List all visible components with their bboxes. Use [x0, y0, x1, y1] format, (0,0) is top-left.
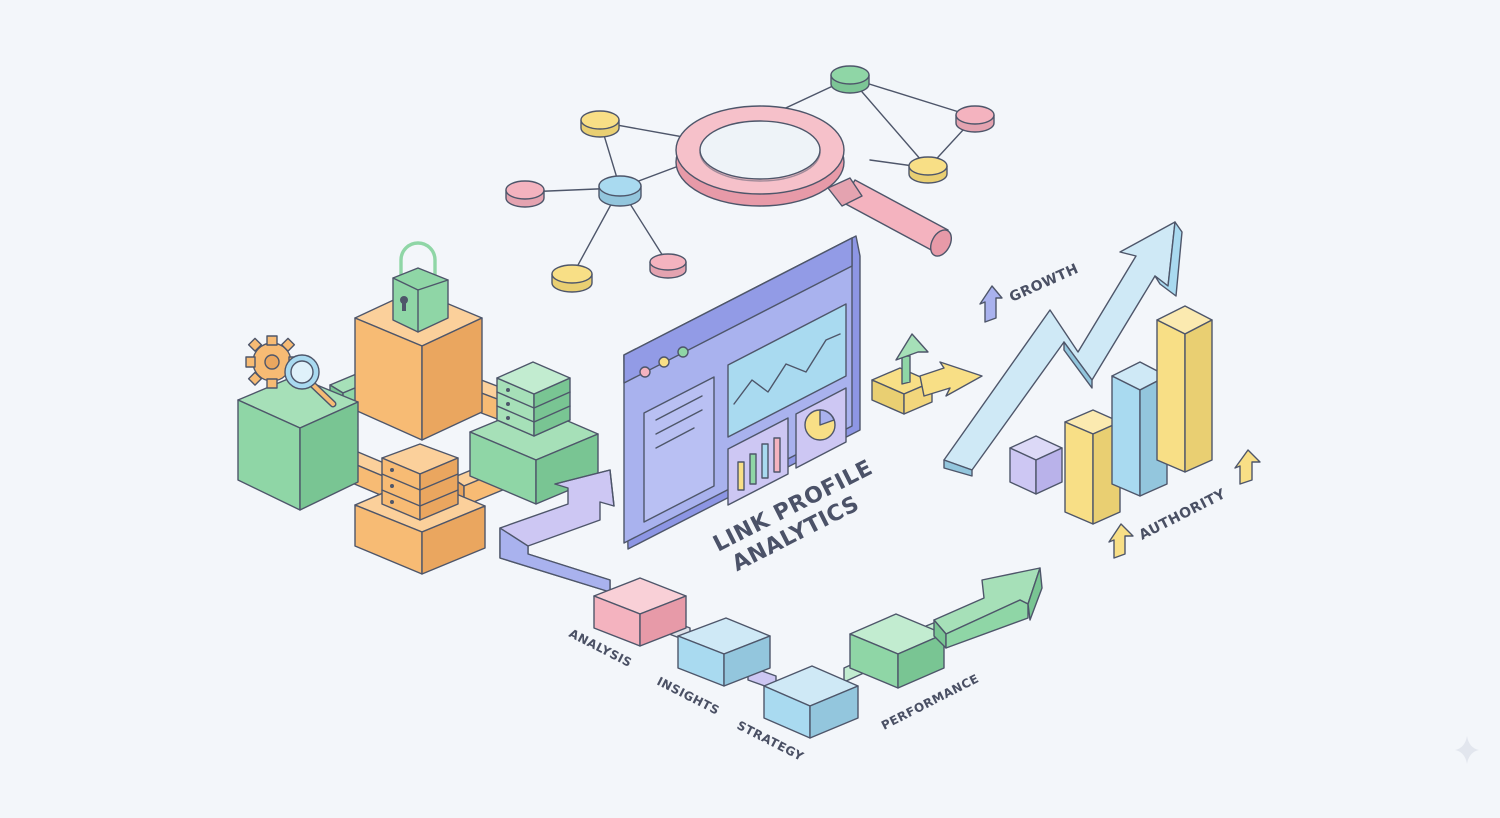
- network-node: [649, 253, 687, 279]
- bar-chart-icon: [1009, 305, 1213, 525]
- line-chart-panel: [727, 303, 847, 438]
- network-node: [580, 110, 620, 138]
- flow-step-cube: [677, 617, 771, 687]
- sidebar-panel: [643, 376, 715, 523]
- connector-arrow-icon: [871, 333, 983, 415]
- server-icon: [381, 443, 459, 521]
- flow-step-cube: [763, 665, 859, 739]
- bar: [1156, 305, 1213, 473]
- infrastructure-cluster: [237, 241, 599, 575]
- network-node: [551, 264, 593, 293]
- network-graph: [505, 65, 995, 293]
- flow-step-cube: [593, 577, 687, 647]
- network-node: [955, 105, 995, 133]
- padlock-icon: [392, 241, 449, 333]
- growth-arrow-icon: [943, 221, 1183, 477]
- authority-label: AUTHORITY: [1137, 486, 1229, 544]
- bar: [1009, 435, 1063, 495]
- pie-chart-panel: [795, 387, 847, 469]
- flow-arrow-green: [933, 567, 1043, 649]
- network-node: [908, 156, 948, 184]
- up-arrow-icon: [979, 285, 1003, 323]
- search-magnifier-icon: [284, 354, 337, 408]
- magnifier-icon: [675, 105, 953, 257]
- network-node: [505, 180, 545, 208]
- process-flow: [593, 567, 1043, 739]
- server-icon: [496, 361, 571, 437]
- up-arrow-icon: [1108, 523, 1134, 559]
- network-node: [598, 175, 642, 207]
- up-arrow-icon: [1234, 449, 1261, 485]
- flow-step-cube: [849, 613, 945, 689]
- dashboard-window-icon: [623, 235, 861, 550]
- cube-green-left: [237, 375, 359, 511]
- growth-label: GROWTH: [1007, 261, 1081, 306]
- mini-bar-chart-panel: [727, 417, 789, 506]
- network-node: [830, 65, 870, 94]
- sparkle-icon: [1455, 736, 1479, 764]
